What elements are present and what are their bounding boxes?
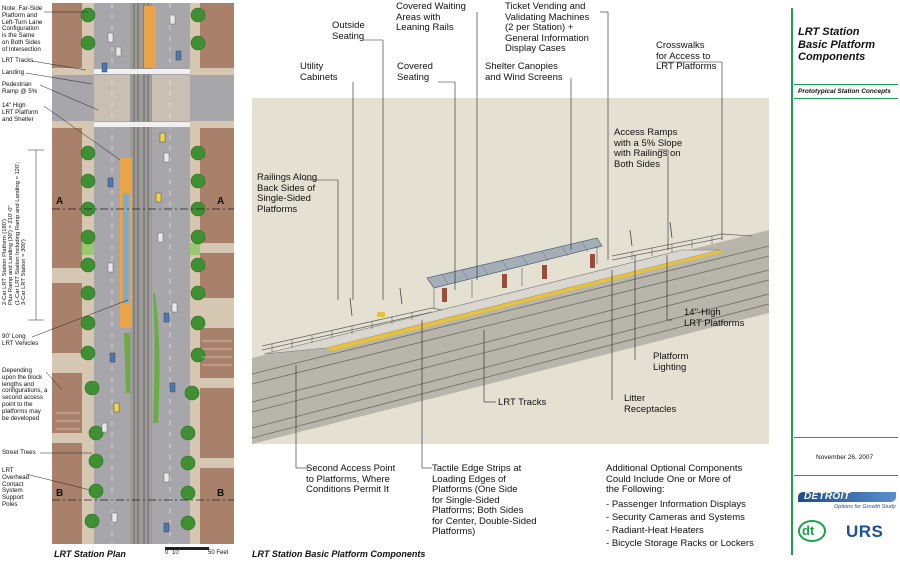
platform-north [144, 6, 156, 68]
logo-tagline: Options for Growth Study [834, 504, 896, 510]
label-litter-receptacles: Litter Receptacles [624, 393, 677, 415]
bullet-dash: - [606, 537, 612, 549]
note-lrt-tracks: LRT Tracks [2, 57, 34, 64]
label-high-platforms: 14"-High LRT Platforms [684, 307, 745, 329]
shelter-canopy [426, 237, 603, 289]
note-vehicles: 90' Long LRT Vehicles [2, 333, 39, 347]
label-crosswalks: Crosswalks for Access to LRT Platforms [656, 40, 717, 72]
sidebar-title: LRT Station Basic Platform Components [798, 26, 876, 63]
label-covered-seating: Covered Seating [397, 61, 433, 83]
building [200, 128, 234, 243]
sidebar-rule-4 [794, 475, 898, 476]
label-outside-seating: Outside Seating [332, 20, 365, 42]
bullet-dash: - [606, 524, 612, 536]
bullet-dash: - [606, 511, 612, 523]
plan-leader-lines [25, 11, 129, 491]
optional-item: - Radiant-Heat Heaters [606, 524, 786, 537]
building [200, 328, 234, 378]
plan-title: LRT Station Plan [54, 549, 126, 559]
sidebar-rule-2 [794, 98, 898, 99]
building [200, 3, 234, 68]
dt-mark-logo: dt [798, 520, 826, 542]
optional-item-label: Bicycle Storage Racks or Lockers [611, 537, 754, 549]
optional-item-label: Radiant-Heat Heaters [611, 524, 704, 536]
label-railings: Railings Along Back Sides of Single-Side… [257, 172, 318, 215]
section-marker-b-right: B [217, 488, 225, 499]
perspective-leader-lines [295, 11, 723, 469]
note-street-trees: Street Trees [2, 449, 36, 456]
components-title: LRT Station Basic Platform Components [252, 549, 426, 559]
scale-bar-graphic [165, 547, 209, 550]
label-second-access: Second Access Point to Platforms, Where … [306, 463, 396, 495]
building [52, 373, 82, 433]
building [200, 253, 234, 298]
label-access-ramps: Access Ramps with a 5% Slope with Railin… [614, 127, 683, 170]
logo-swoosh [798, 492, 896, 502]
optional-item: - Bicycle Storage Racks or Lockers [606, 537, 786, 550]
building [200, 468, 234, 544]
bullet-dash: - [606, 498, 612, 510]
optional-item-label: Security Cameras and Systems [611, 511, 745, 523]
building [52, 128, 82, 268]
building [52, 283, 82, 353]
scale-zero: 0 [165, 550, 169, 556]
sidebar-date: November 26, 2007 [816, 454, 874, 461]
section-marker-b-left: B [56, 488, 64, 499]
tactile-strip [326, 250, 724, 351]
optional-item: - Passenger Information Displays [606, 498, 786, 511]
label-lrt-tracks: LRT Tracks [498, 397, 547, 408]
optional-item: - Security Cameras and Systems [606, 511, 786, 524]
label-utility-cabinets: Utility Cabinets [300, 61, 338, 83]
scale-bar: 0 10 50 Feet [165, 547, 230, 559]
sidebar-subtitle: Prototypical Station Concepts [798, 88, 891, 95]
label-platform-lighting: Platform Lighting [653, 351, 689, 373]
note-far-side: Note: Far-Side Platform and Left-Turn La… [2, 5, 43, 53]
dt-mark-text: dt [802, 523, 815, 538]
track-bed [252, 230, 769, 444]
note-landing: Landing [2, 69, 25, 76]
perspective-svg [251, 221, 770, 444]
note-platform-shelter: 14" High LRT Platform and Shelter [2, 102, 39, 123]
detroit-transit-logo: DETROIT TRANSIT Options for Growth Study [798, 490, 896, 516]
station-plan-drawing [52, 3, 234, 544]
scale-ten: 10 [172, 550, 179, 556]
scale-fifty: 50 Feet [208, 550, 229, 556]
section-marker-a-left: A [56, 196, 64, 207]
platform-perspective-drawing [251, 98, 770, 444]
note-depending: Depending upon the block lengths and con… [2, 367, 48, 422]
optional-heading: Additional Optional Components Could Inc… [606, 463, 743, 495]
urs-logo: URS [846, 522, 884, 541]
note-overhead: LRT Overhead Contact System Support Pole… [2, 467, 30, 508]
building [52, 3, 82, 68]
sidebar-rule-1 [794, 84, 898, 85]
building [200, 388, 234, 458]
building [52, 443, 82, 544]
logo-dt-text: DETROIT TRANSIT [804, 491, 850, 513]
plan-svg [52, 3, 234, 544]
label-shelter-canopies: Shelter Canopies and Wind Screens [485, 61, 563, 83]
optional-components: Additional Optional Components Could Inc… [606, 463, 786, 550]
label-covered-waiting: Covered Waiting Areas with Leaning Rails [396, 1, 466, 33]
optional-list: - Passenger Information Displays- Securi… [606, 498, 786, 550]
optional-item-label: Passenger Information Displays [611, 498, 746, 510]
sidebar-divider [791, 8, 793, 555]
sidebar-rule-3 [794, 437, 898, 438]
section-marker-a-right: A [217, 196, 225, 207]
label-tactile-strips: Tactile Edge Strips at Loading Edges of … [432, 463, 537, 537]
label-ticket-machines: Ticket Vending and Validating Machines (… [505, 1, 590, 54]
note-ramp: Pedestrian Ramp @ 5% [2, 81, 38, 95]
sidebar-panel: LRT Station Basic Platform Components Pr… [788, 0, 900, 563]
